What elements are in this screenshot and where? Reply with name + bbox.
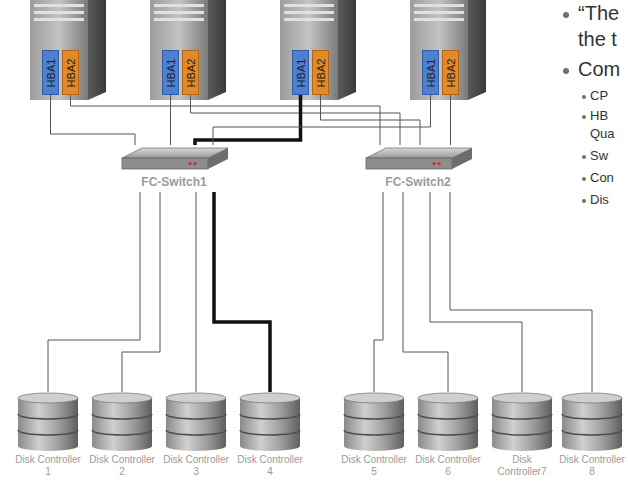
hba-card: HBA1 bbox=[42, 50, 59, 95]
slide-text: “The bbox=[578, 2, 619, 25]
hba-label: HBA1 bbox=[295, 58, 307, 87]
disk-controller: Disk Controller7 bbox=[488, 392, 556, 478]
fc-cable bbox=[430, 192, 522, 392]
fc-switch: FC-Switch2 bbox=[362, 145, 474, 192]
disk-label: Disk Controller 1 bbox=[14, 454, 82, 478]
server bbox=[280, 0, 356, 100]
fc-switch: FC-Switch1 bbox=[118, 145, 230, 192]
disk-cylinder bbox=[236, 392, 304, 452]
fc-cable bbox=[196, 192, 197, 392]
fc-cable bbox=[213, 95, 431, 145]
disk-controller: Disk Controller 3 bbox=[162, 392, 230, 478]
disk-label-box: Disk Controller 3 bbox=[162, 454, 230, 478]
disk-cylinder bbox=[88, 392, 156, 452]
bullet-dot bbox=[582, 177, 586, 181]
bullet-dot bbox=[582, 95, 586, 99]
server bbox=[410, 0, 486, 100]
disk-label: Disk Controller 3 bbox=[162, 454, 230, 478]
disk-label: Disk Controller 8 bbox=[558, 454, 626, 478]
slide-text: Sw bbox=[590, 149, 608, 164]
slide-text: the t bbox=[578, 28, 617, 51]
fc-cable bbox=[321, 95, 421, 145]
bullet-dot bbox=[582, 199, 586, 203]
server bbox=[30, 0, 106, 100]
slide-text: Dis bbox=[590, 193, 609, 208]
hba-label: HBA2 bbox=[185, 58, 197, 87]
disk-controller: Disk Controller 4 bbox=[236, 392, 304, 478]
hba-label: HBA2 bbox=[445, 58, 457, 87]
switch-label-box: FC-Switch2 bbox=[362, 175, 474, 190]
disk-controller: Disk Controller 8 bbox=[558, 392, 626, 478]
disk-label: Disk Controller 2 bbox=[88, 454, 156, 478]
fc-cable bbox=[214, 192, 270, 392]
slide-text: Con bbox=[590, 171, 614, 186]
disk-label-box: Disk Controller 1 bbox=[14, 454, 82, 478]
hba-label: HBA1 bbox=[165, 58, 177, 87]
disk-label-box: Disk Controller 8 bbox=[558, 454, 626, 478]
switch-label: FC-Switch1 bbox=[118, 175, 230, 190]
fc-cable bbox=[122, 192, 160, 392]
fc-cable bbox=[450, 192, 592, 392]
bullet-dot bbox=[582, 115, 586, 119]
disk-controller: Disk Controller 1 bbox=[14, 392, 82, 478]
disk-controller: Disk Controller 6 bbox=[414, 392, 482, 478]
hba-card: HBA2 bbox=[62, 50, 79, 95]
bullet-dot bbox=[563, 12, 569, 18]
disk-cylinder bbox=[488, 392, 556, 452]
fc-cable bbox=[403, 192, 448, 392]
fc-cable bbox=[51, 95, 136, 145]
hba-label: HBA2 bbox=[315, 58, 327, 87]
disk-cylinder bbox=[14, 392, 82, 452]
disk-label: Disk Controller7 bbox=[488, 454, 556, 478]
hba-card: HBA2 bbox=[182, 50, 199, 95]
disk-cylinder bbox=[162, 392, 230, 452]
disk-label-box: Disk Controller 2 bbox=[88, 454, 156, 478]
disk-label: Disk Controller 4 bbox=[236, 454, 304, 478]
switch-shape bbox=[118, 145, 230, 173]
disk-label-box: Disk Controller7 bbox=[488, 454, 556, 478]
fc-cable bbox=[170, 95, 171, 145]
hba-label: HBA1 bbox=[45, 58, 57, 87]
server bbox=[150, 0, 226, 100]
slide-text: Qua bbox=[590, 127, 615, 142]
slide-text: Com bbox=[578, 58, 620, 81]
fc-cable bbox=[450, 95, 451, 145]
fc-cable bbox=[195, 95, 301, 145]
hba-label: HBA1 bbox=[425, 58, 437, 87]
slide-text: HB bbox=[590, 109, 608, 124]
bullet-dot bbox=[563, 68, 569, 74]
disk-cylinder bbox=[414, 392, 482, 452]
hba-label: HBA2 bbox=[65, 58, 77, 87]
disk-label-box: Disk Controller 5 bbox=[340, 454, 408, 478]
disk-cylinder bbox=[340, 392, 408, 452]
disk-label-box: Disk Controller 6 bbox=[414, 454, 482, 478]
hba-card: HBA2 bbox=[442, 50, 459, 95]
disk-cylinder bbox=[558, 392, 626, 452]
disk-label: Disk Controller 6 bbox=[414, 454, 482, 478]
switch-shape bbox=[362, 145, 474, 173]
fc-cable bbox=[374, 192, 383, 392]
disk-controller: Disk Controller 2 bbox=[88, 392, 156, 478]
slide-text: CP bbox=[590, 89, 608, 104]
switch-label-box: FC-Switch1 bbox=[118, 175, 230, 190]
disk-controller: Disk Controller 5 bbox=[340, 392, 408, 478]
switch-label: FC-Switch2 bbox=[362, 175, 474, 190]
hba-card: HBA1 bbox=[422, 50, 439, 95]
disk-label-box: Disk Controller 4 bbox=[236, 454, 304, 478]
hba-card: HBA2 bbox=[312, 50, 329, 95]
hba-card: HBA1 bbox=[292, 50, 309, 95]
fc-cable bbox=[48, 192, 140, 392]
bullet-dot bbox=[582, 155, 586, 159]
disk-label: Disk Controller 5 bbox=[340, 454, 408, 478]
hba-card: HBA1 bbox=[162, 50, 179, 95]
